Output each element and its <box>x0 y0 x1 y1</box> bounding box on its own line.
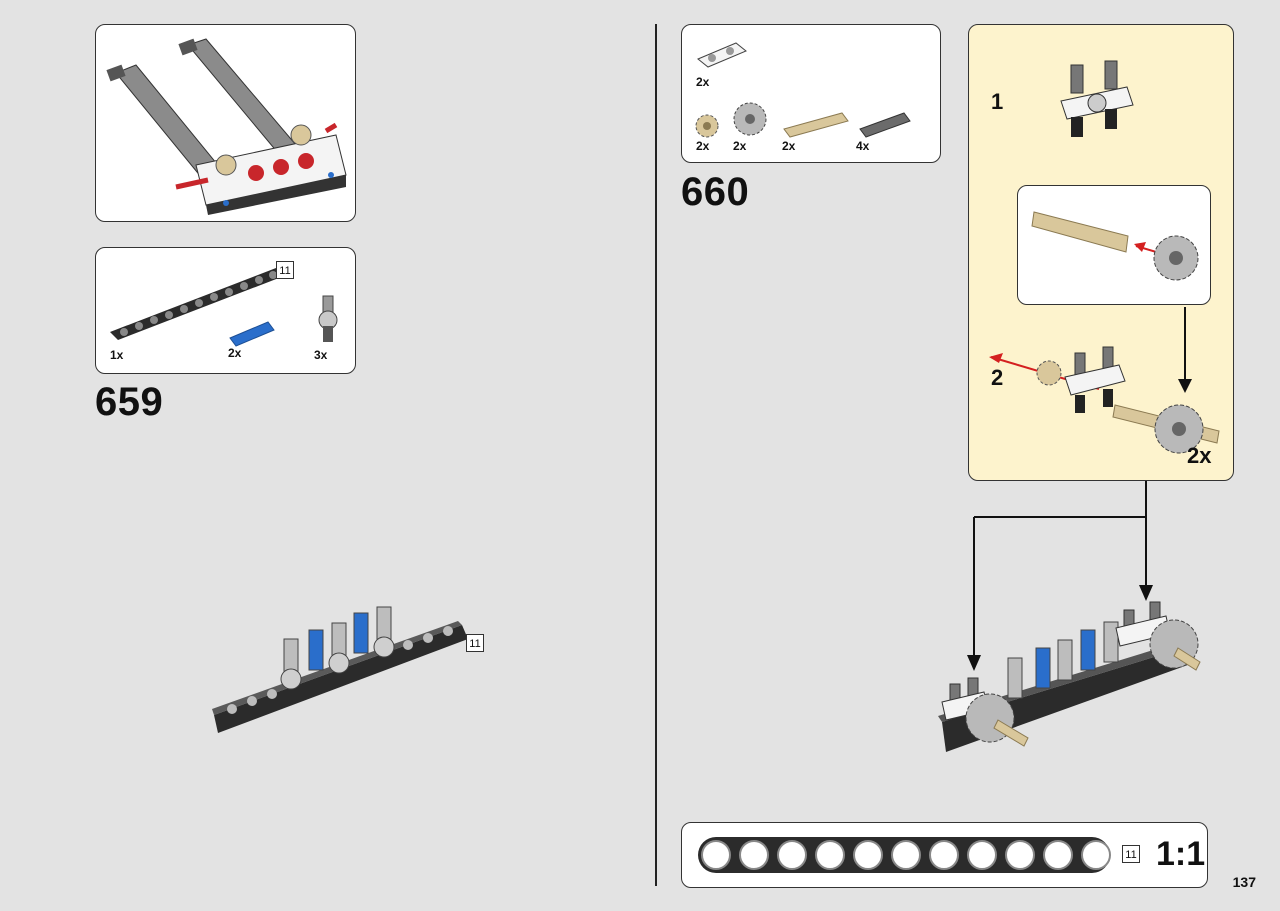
tan-gear-icon <box>695 114 719 138</box>
part-qty-3: 3x <box>314 348 328 362</box>
parts-callout-659: 11 1x 2x 3x <box>95 247 356 374</box>
previous-assembly-illustration <box>106 38 347 215</box>
tan-axle-icon <box>783 112 849 138</box>
connector-assembly-illustration <box>1060 60 1134 137</box>
final-assembly-illustration <box>938 601 1201 752</box>
full-substep-illustration <box>989 307 1220 454</box>
gear-axle-detail <box>1017 185 1211 305</box>
white-double-connector-icon <box>697 42 747 68</box>
gray-axle-pin-icon <box>859 112 911 138</box>
scale-bar: 11 1:1 <box>681 822 1208 888</box>
black-beam-11-icon <box>110 268 284 340</box>
blue-pin-icon <box>229 321 275 347</box>
part-qty-b: 2x <box>696 139 710 153</box>
scale-label: 1:1 <box>1156 835 1206 873</box>
page-divider <box>655 24 657 886</box>
part-qty-1: 1x <box>110 348 124 362</box>
substep-panel: 1 2 2x <box>968 24 1234 481</box>
axle-gear-detail-illustration <box>1031 211 1199 281</box>
part-qty-e: 4x <box>856 139 870 153</box>
axle-pin-connector-icon <box>318 295 338 342</box>
part-qty-c: 2x <box>733 139 747 153</box>
part-qty-d: 2x <box>782 139 796 153</box>
page-number: 137 <box>1232 874 1256 890</box>
substep-multiplier: 2x <box>1187 443 1212 468</box>
substep-number-2: 2 <box>991 365 1004 390</box>
substep-number-1: 1 <box>991 89 1004 114</box>
step-number-660: 660 <box>681 170 750 214</box>
beam-assembly-illustration <box>212 606 468 733</box>
beam-length-badge: 11 <box>276 261 294 279</box>
step-number-659: 659 <box>95 380 164 424</box>
assembly-length-badge: 11 <box>466 634 484 652</box>
part-qty-2: 2x <box>228 346 242 360</box>
previous-step-preview <box>95 24 356 222</box>
parts-callout-660: 2x 2x 2x 2x 4x <box>681 24 941 163</box>
placement-arrows <box>967 481 1153 671</box>
gray-gear-icon <box>733 102 767 136</box>
part-qty-a: 2x <box>696 75 710 89</box>
scale-length-badge: 11 <box>1122 845 1140 863</box>
scale-beam-11-icon <box>698 837 1111 873</box>
